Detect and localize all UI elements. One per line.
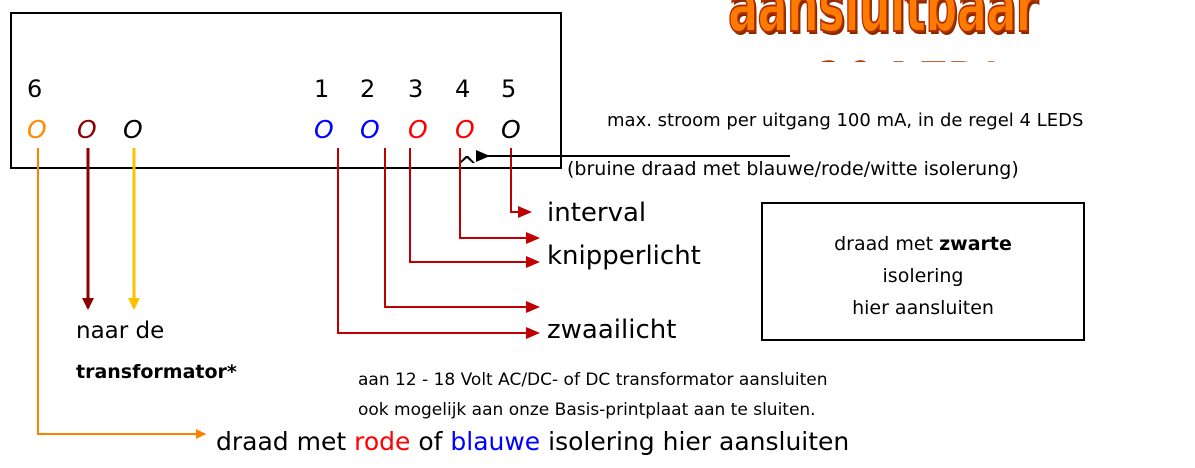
black-wire-line-2: isolering (882, 265, 964, 287)
wire-terminal-1 (337, 148, 540, 339)
black-wire-instruction-box: draad met zwarte isolering hier aansluit… (761, 202, 1085, 341)
banner-text: aansluitbaar tot 20 LED's (727, 0, 1038, 62)
terminal-4: O (455, 115, 475, 144)
terminal-number-1: 1 (314, 75, 330, 103)
caret-marker: ^ (456, 152, 478, 182)
power-note-line-1: aan 12 - 18 Volt AC/DC- of DC transforma… (358, 370, 828, 390)
output-knipperlicht-label: knipperlicht (547, 241, 701, 271)
terminal-5: O (501, 115, 521, 144)
wire-terminal-3 (409, 148, 540, 268)
terminal-3: O (408, 115, 428, 144)
black-wire-line-3: hier aansluiten (852, 297, 994, 319)
terminal-number-5: 5 (501, 75, 517, 103)
terminal-6: O (27, 115, 47, 144)
terminal-number-4: 4 (455, 75, 471, 103)
terminal-2: O (360, 115, 380, 144)
red-word: rode (354, 427, 411, 456)
terminal-transformer-a: O (77, 115, 97, 144)
wire-terminal-2 (384, 148, 540, 313)
terminal-number-2: 2 (360, 75, 376, 103)
output-zwaailicht-label: zwaailicht (547, 315, 677, 345)
wire-terminal-5 (510, 148, 532, 218)
orange-wire (37, 148, 206, 439)
module-board (10, 12, 562, 169)
black-wire-bold-word: zwarte (939, 233, 1012, 255)
black-wire-line-1: draad met zwarte (834, 233, 1012, 255)
output-interval-label: interval (547, 198, 647, 228)
terminal-transformer-b: O (123, 115, 143, 144)
bottom-instruction: draad met rode of blauwe isolering hier … (216, 427, 850, 456)
blue-word: blauwe (450, 427, 541, 456)
wire-info-note: (bruine draad met blauwe/rode/witte isol… (567, 158, 1019, 180)
wire-terminal-4 (459, 148, 540, 244)
transformer-label-line-2: transformator* (76, 361, 237, 383)
terminal-number-6: 6 (27, 75, 43, 103)
terminal-number-3: 3 (408, 75, 424, 103)
terminal-1: O (314, 115, 334, 144)
power-note-line-2: ook mogelijk aan onze Basis-printplaat a… (358, 400, 816, 420)
max-current-note: max. stroom per uitgang 100 mA, in de re… (607, 110, 1084, 131)
transformer-label-line-1: naar de (76, 318, 165, 344)
banner: aansluitbaar tot 20 LED's (720, 0, 1195, 62)
